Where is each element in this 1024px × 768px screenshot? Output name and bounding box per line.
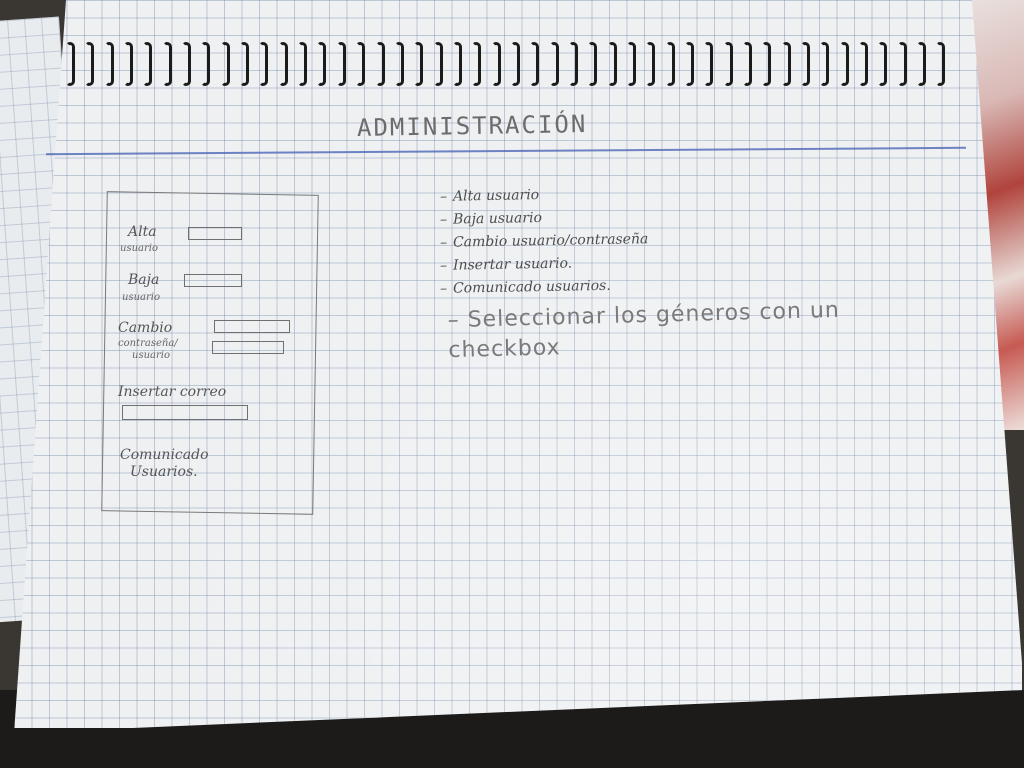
sketch-input-insertar (122, 405, 248, 420)
spiral-coil (897, 42, 907, 86)
spiral-coil (356, 42, 366, 86)
spiral-coil (259, 42, 269, 86)
spiral-coil (588, 42, 598, 86)
spiral-coil (510, 42, 520, 86)
spiral-binding (66, 42, 946, 92)
notebook-page (14, 0, 1022, 728)
spiral-coil (820, 42, 830, 86)
spiral-coil (433, 42, 443, 86)
spiral-coil (124, 42, 134, 86)
sketch-input-cambio-1 (214, 320, 290, 333)
spiral-coil (336, 42, 346, 86)
checkbox-note: – Seleccionar los géneros con un checkbo… (447, 297, 841, 364)
spiral-coil (743, 42, 753, 86)
spiral-coil (723, 42, 733, 86)
sketch-input-cambio-2 (212, 341, 284, 354)
spiral-coil (491, 42, 501, 86)
spiral-coil (201, 42, 211, 86)
spiral-coil (414, 42, 424, 86)
spiral-coil (530, 42, 540, 86)
spiral-coil (85, 42, 95, 86)
spiral-coil (162, 42, 172, 86)
sketch-label-comunicado: Comunicado (120, 447, 209, 463)
sketch-sublabel-cambio-2: usuario (132, 350, 170, 361)
spiral-coil (568, 42, 578, 86)
spiral-coil (104, 42, 114, 86)
spiral-coil (878, 42, 888, 86)
spiral-coil (859, 42, 869, 86)
spiral-coil (839, 42, 849, 86)
spiral-coil (762, 42, 772, 86)
sketch-input-alta (188, 227, 242, 240)
spiral-coil (801, 42, 811, 86)
spiral-coil (685, 42, 694, 86)
page-title: ADMINISTRACIÓN (356, 109, 588, 143)
sketch-label-insertar: Insertar correo (118, 384, 227, 400)
sketch-sublabel-baja: usuario (122, 292, 160, 303)
spiral-coil (472, 42, 482, 86)
list-item: –Comunicado usuarios. (439, 277, 611, 297)
spiral-coil (665, 42, 675, 86)
sketch-sublabel-alta: usuario (120, 243, 158, 254)
sketch-label-cambio: Cambio (118, 320, 173, 336)
sketch-label-baja: Baja (128, 272, 160, 288)
spiral-coil (936, 42, 946, 86)
spiral-coil (143, 42, 153, 86)
spiral-coil (646, 42, 656, 86)
spiral-coil (66, 42, 75, 86)
sketch-input-baja (184, 274, 242, 287)
spiral-coil (917, 42, 927, 86)
spiral-coil (626, 42, 636, 86)
feature-list: –Alta usuario –Baja usuario –Cambio usua… (439, 184, 649, 299)
spiral-coil (278, 42, 288, 86)
spiral-coil (607, 42, 617, 86)
spiral-coil (220, 42, 230, 86)
spiral-coil (549, 42, 559, 86)
spiral-coil (240, 42, 250, 86)
spiral-coil (182, 42, 192, 86)
checkbox-note-text: Seleccionar los géneros con un checkbox (448, 297, 841, 364)
spiral-coil (317, 42, 327, 86)
spiral-coil (781, 42, 791, 86)
spiral-coil (394, 42, 404, 86)
spiral-coil (704, 42, 714, 86)
sketch-label-alta: Alta (128, 224, 157, 240)
sketch-sublabel-comunicado: Usuarios. (130, 464, 198, 480)
spiral-coil (298, 42, 308, 86)
spiral-coil (452, 42, 462, 86)
sketch-sublabel-cambio: contraseña/ (118, 338, 178, 349)
spiral-coil (375, 42, 385, 86)
